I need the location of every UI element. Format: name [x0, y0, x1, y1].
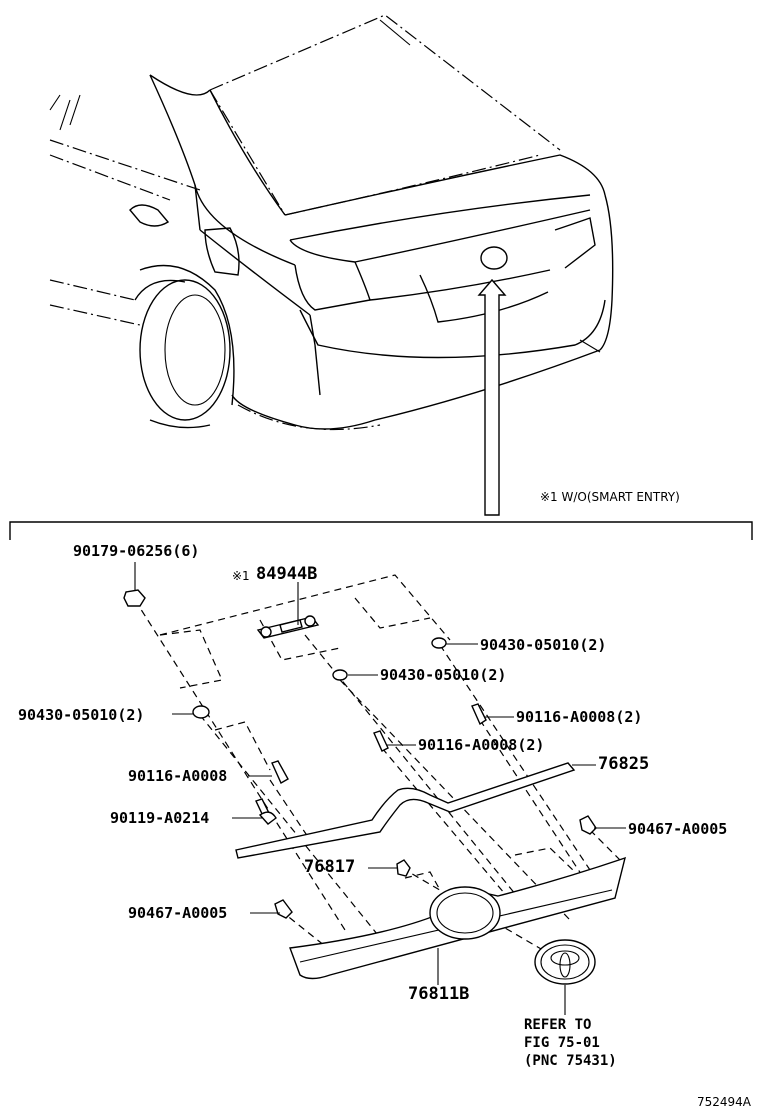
label-76811B: 76811B — [408, 984, 470, 1004]
section-bracket — [9, 521, 753, 540]
toyota-emblem — [534, 939, 596, 985]
pointer-arrow — [477, 278, 507, 516]
label-90467-A0005-left: 90467-A0005 — [128, 904, 228, 922]
ghost-outlines — [134, 574, 621, 961]
label-ref-mark: ※1 — [232, 569, 250, 583]
refer-line-3: (PNC 75431) — [524, 1053, 617, 1069]
part-76817 — [396, 859, 411, 877]
refer-line-2: FIG 75-01 — [524, 1035, 600, 1051]
label-90119-A0214: 90119-A0214 — [110, 809, 210, 827]
label-90467-A0005-right: 90467-A0005 — [628, 820, 728, 838]
label-90430-05010-right: 90430-05010(2) — [480, 636, 607, 654]
leader-lines — [134, 562, 626, 1015]
label-76825: 76825 — [598, 754, 650, 774]
label-90116-A0008-right: 90116-A0008(2) — [516, 708, 643, 726]
part-76811B-garnish — [289, 856, 626, 980]
refer-note: REFER TO FIG 75-01 (PNC 75431) — [524, 1016, 617, 1070]
part-84944B — [256, 615, 320, 639]
part-90467-A0005 — [274, 815, 597, 919]
part-90116-A0008 — [271, 703, 487, 784]
part-90430-05010 — [192, 637, 447, 719]
label-90430-05010-middle: 90430-05010(2) — [380, 666, 507, 684]
car-rear-illustration — [49, 14, 614, 431]
part-90119-A0214 — [255, 798, 277, 825]
label-90179-06256: 90179-06256(6) — [73, 542, 200, 560]
label-76817: 76817 — [304, 857, 356, 877]
note-smart-entry: ※1 W/O(SMART ENTRY) — [540, 490, 680, 504]
refer-line-1: REFER TO — [524, 1017, 592, 1033]
label-84944B: 84944B — [256, 564, 318, 584]
diagram-code: 752494A — [697, 1095, 752, 1109]
label-90116-A0008-middle: 90116-A0008(2) — [418, 736, 545, 754]
label-90116-A0008-left: 90116-A0008 — [128, 767, 228, 785]
part-76825-moulding — [235, 762, 576, 859]
label-90430-05010-left: 90430-05010(2) — [18, 706, 145, 724]
part-90179-06256 — [123, 589, 146, 607]
